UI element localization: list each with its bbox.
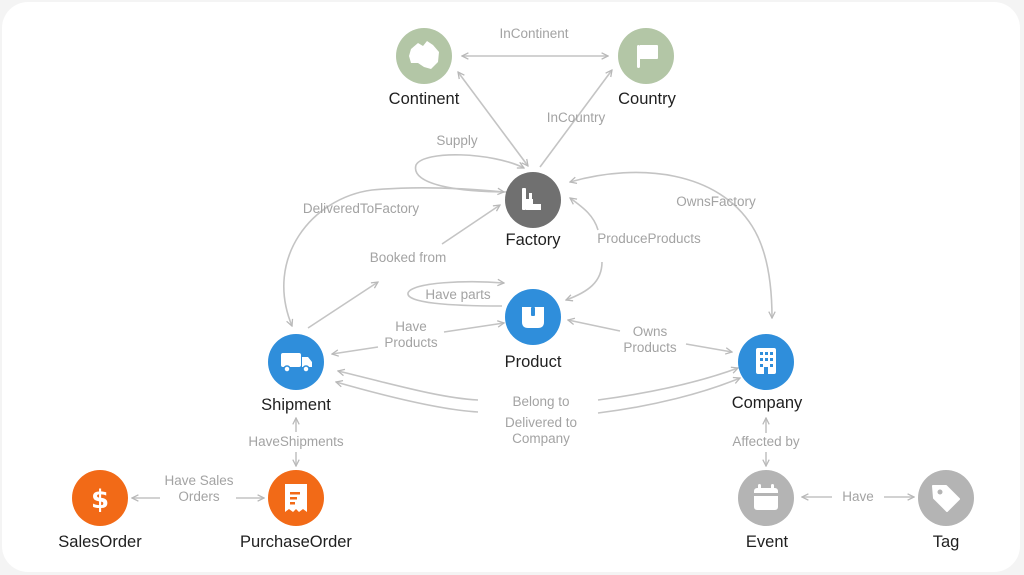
continent-label: Continent [389, 90, 460, 108]
node-product[interactable]: Product [505, 289, 562, 371]
edge-label-delivered-to-factory: DeliveredToFactory [303, 201, 420, 216]
edge-have-products [332, 346, 379, 354]
edge-label-have-sales-orders-line1: Have Sales [164, 473, 233, 488]
receipt-icon [285, 484, 307, 512]
node-shipment[interactable]: Shipment [261, 334, 331, 414]
edge-label-have-products-line1: Have [395, 319, 427, 334]
node-purchase-order[interactable]: PurchaseOrder [240, 470, 352, 551]
calendar-icon [754, 484, 778, 510]
node-country[interactable]: Country [618, 28, 677, 108]
edge-owns-products-2 [685, 343, 732, 352]
edge-label-have-products-line2: Products [384, 335, 438, 350]
edge-label-have-shipments: HaveShipments [248, 434, 344, 449]
edge-produce-products [570, 198, 599, 231]
edges [132, 56, 914, 498]
edge-label-delivered-to-company-line1: Delivered to [505, 415, 577, 430]
edge-label-have: Have [842, 489, 874, 504]
edge-supply [414, 154, 524, 193]
edge-booked-from [307, 282, 378, 329]
node-sales-order[interactable]: $ SalesOrder [58, 470, 142, 551]
tag-icon [932, 485, 960, 512]
edge-label-in-country: InCountry [547, 110, 606, 125]
australia-map-icon [409, 41, 439, 69]
edge-in-country [539, 70, 612, 168]
node-event[interactable]: Event [738, 470, 794, 551]
edge-have-products-2 [443, 323, 504, 333]
edge-owns-products [568, 320, 621, 332]
purchase-order-label: PurchaseOrder [240, 533, 352, 551]
sales-order-circle [72, 470, 128, 526]
node-company[interactable]: Company [732, 334, 803, 412]
edge-continent-factory [458, 72, 528, 166]
edge-owns-factory [570, 171, 772, 318]
edge-have-parts [407, 282, 504, 307]
edge-label-have-parts: Have parts [425, 287, 491, 302]
node-continent[interactable]: Continent [389, 28, 460, 108]
box-icon [522, 307, 544, 328]
dollar-icon: $ [91, 485, 109, 515]
flag-icon [637, 45, 658, 68]
edge-label-booked-from: Booked from [370, 250, 447, 265]
factory-icon [522, 188, 541, 210]
country-label: Country [618, 90, 677, 108]
node-tag[interactable]: Tag [918, 470, 974, 551]
edge-label-belong-to: Belong to [512, 394, 569, 409]
edge-label-supply: Supply [436, 133, 478, 148]
factory-label: Factory [505, 231, 561, 249]
edge-label-produce-products: ProduceProducts [597, 231, 701, 246]
edge-delivered-to-factory [283, 187, 504, 326]
edge-delivered-to-company [336, 378, 740, 414]
tag-label: Tag [933, 533, 960, 551]
sales-order-label: SalesOrder [58, 533, 142, 551]
edge-label-delivered-to-company-line2: Company [512, 431, 570, 446]
node-factory[interactable]: Factory [505, 172, 561, 249]
edge-label-in-continent: InContinent [499, 26, 568, 41]
company-label: Company [732, 394, 803, 412]
truck-icon [281, 353, 312, 373]
edge-label-owns-products-line1: Owns [633, 324, 668, 339]
edge-label-have-sales-orders-line2: Orders [178, 489, 220, 504]
edge-label-affected-by: Affected by [732, 434, 800, 449]
shipment-label: Shipment [261, 396, 331, 414]
edge-produce-products-2 [566, 261, 603, 300]
product-label: Product [505, 353, 562, 371]
building-icon [756, 348, 776, 374]
edge-label-owns-factory: OwnsFactory [676, 194, 756, 209]
edge-labels: InContinent InCountry Supply DeliveredTo… [164, 26, 873, 504]
edge-booked-from-2 [441, 205, 500, 245]
event-label: Event [746, 533, 789, 551]
edge-label-owns-products-line2: Products [623, 340, 677, 355]
